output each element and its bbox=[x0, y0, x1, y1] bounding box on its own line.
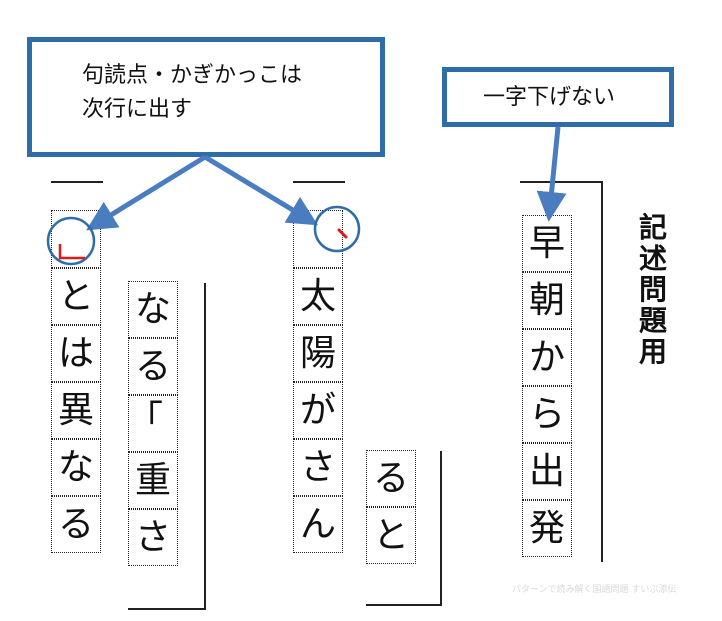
bracket-bottom-line bbox=[366, 604, 442, 606]
cell: さ bbox=[293, 439, 343, 496]
cell: 異 bbox=[51, 382, 101, 439]
cell: 発 bbox=[522, 500, 572, 557]
arrow-to-bracket bbox=[86, 154, 207, 231]
cell: ん bbox=[293, 496, 343, 553]
cell: 早 bbox=[522, 215, 572, 272]
bracket-right-line bbox=[601, 181, 603, 562]
cell: る bbox=[128, 338, 178, 395]
cell: さ bbox=[128, 509, 178, 566]
cell: 陽 bbox=[293, 325, 343, 382]
cell: 太 bbox=[293, 268, 343, 325]
callout-left-text: 句読点・かぎかっこは 次行に出す bbox=[82, 59, 302, 127]
cell: が bbox=[293, 382, 343, 439]
opening-bracket-cell: 「 bbox=[127, 395, 178, 452]
cell: な bbox=[128, 281, 178, 338]
arrow-to-comma bbox=[203, 154, 318, 226]
callout-right: 一字下げない bbox=[442, 67, 674, 127]
callout-right-text: 一字下げない bbox=[483, 85, 616, 110]
cell: と bbox=[366, 507, 416, 564]
cell: 重 bbox=[128, 452, 178, 509]
cell: か bbox=[522, 329, 572, 386]
cell: る bbox=[51, 496, 101, 553]
arrow-to-first-char bbox=[536, 126, 567, 222]
side-title: 記述問題用 bbox=[638, 211, 667, 368]
bracket-top-line bbox=[51, 181, 103, 183]
cell: る bbox=[366, 450, 416, 507]
bracket-top-line bbox=[520, 181, 603, 183]
cell: 朝 bbox=[522, 272, 572, 329]
comma-cell: 、 bbox=[293, 210, 343, 268]
callout-left-line2: 次行に出す bbox=[82, 97, 193, 122]
callout-left-line1: 句読点・かぎかっこは bbox=[82, 63, 303, 88]
bracket-right-line bbox=[204, 283, 206, 610]
bracket-top-line bbox=[293, 181, 345, 183]
closing-bracket-cell: 」 bbox=[51, 210, 101, 268]
bracket-bottom-line bbox=[128, 608, 206, 610]
cell: と bbox=[51, 268, 101, 325]
caption: パターンで読み解く国語問題 すいぶ添伝 bbox=[512, 585, 677, 595]
cell: な bbox=[51, 439, 101, 496]
cell: 出 bbox=[522, 443, 572, 500]
callout-left: 句読点・かぎかっこは 次行に出す bbox=[27, 37, 385, 157]
cell: ら bbox=[522, 386, 572, 443]
cell: は bbox=[51, 325, 101, 382]
bracket-right-line bbox=[440, 451, 442, 606]
